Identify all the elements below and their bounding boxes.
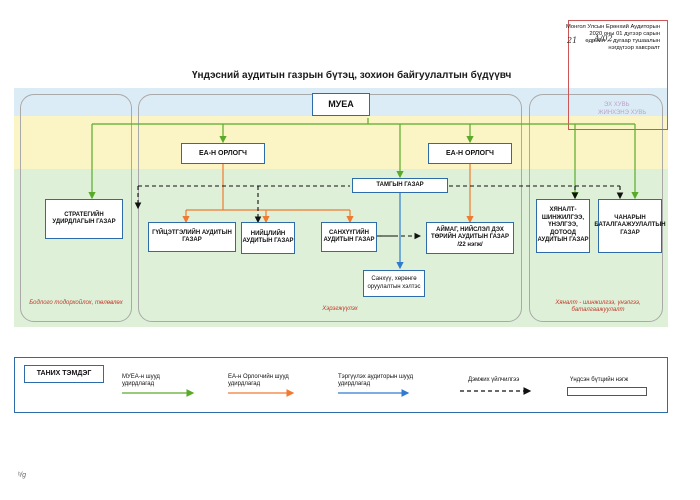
faded-stamp-line-1: ЭХ ХУВЬ — [604, 102, 630, 108]
node-quality: ЧАНАРЫН БАТАЛГААЖУУЛАЛТЫН ГАЗАР — [594, 199, 666, 253]
stamp-number-handwritten: A/02 — [594, 34, 613, 43]
node-compliance: НИЙЦЛИЙН АУДИТЫН ГАЗАР — [241, 222, 295, 254]
legend-heading: ТАНИХ ТЭМДЭГ — [24, 365, 104, 383]
stamp-line-2: 2020 оны 01 дугээр сарын — [589, 31, 660, 37]
legend-label-muea: МУЕА-н шууд удирдлагад — [122, 374, 160, 387]
stamp-box — [568, 20, 668, 130]
zone-label-center: Хэрэгжүүлэх — [322, 306, 358, 312]
zone-left — [20, 94, 132, 322]
node-muea: МУЕА — [312, 93, 370, 116]
node-financial: САНХҮҮГИЙН АУДИТЫН ГАЗАР — [321, 222, 377, 252]
faded-stamp-line-2: ЖИНХЭНЭ ХУВЬ — [598, 110, 647, 116]
footer-handwritten-mark: ʰ/g — [18, 472, 26, 479]
legend-label-support: Дэмжих үйлчилгээ — [468, 377, 520, 383]
node-review-audit: ХЯНАЛТ-ШИНЖИЛГЭЭ, ҮНЭЛГЭЭ, ДОТООД АУДИТЫ… — [536, 199, 590, 253]
stamp-date-handwritten: 21 — [567, 36, 578, 45]
zone-right — [529, 94, 663, 322]
node-performance: ГҮЙЦЭТГЭЛИЙН АУДИТЫН ГАЗАР — [148, 222, 236, 252]
node-tamgiin-gazar: ТАМГЫН ГАЗАР — [352, 178, 448, 193]
stamp-line-4: нэгдүгээр хавсралт — [608, 45, 660, 51]
page-title: Үндэсний аудитын газрын бүтэц, зохион ба… — [192, 70, 512, 81]
legend-label-deputy: ЕА-н Орлогчийн шууд удирдлагад — [228, 374, 289, 387]
legend-label-lead-auditor: Тэргүүлэх аудиторын шууд удирдлагад — [338, 374, 414, 387]
band-yellow — [14, 116, 668, 169]
stamp-line-3: өдрийн ... дугаар тушаалын — [585, 38, 660, 44]
node-strategy: СТРАТЕГИЙН УДИРДЛАГЫН ГАЗАР — [45, 199, 123, 239]
zone-label-left: Бодлого тодорхойлох, төлөвлөх — [29, 300, 123, 306]
node-deputy-left: ЕА-Н ОРЛОГЧ — [181, 143, 265, 164]
legend-box — [14, 357, 668, 413]
legend-unit-box — [567, 387, 647, 396]
zone-label-right: Хяналт - шинжилгээ, үнэлгээ, баталгаажуу… — [555, 300, 641, 313]
node-aimag: АЙМАГ, НИЙСЛЭЛ ДЭХ ТӨРИЙН АУДИТЫН ГАЗАР … — [426, 222, 514, 254]
stamp-line-1: Монгол Улсын Ерөнхий Аудиторын — [566, 24, 660, 30]
node-finance-investment: Санхүү, хөрөнгө оруулалтын хэлтэс — [363, 270, 425, 297]
legend-label-unit: Үндсэн бүтцийн нэгж — [570, 377, 629, 383]
node-deputy-right: ЕА-Н ОРЛОГЧ — [428, 143, 512, 164]
